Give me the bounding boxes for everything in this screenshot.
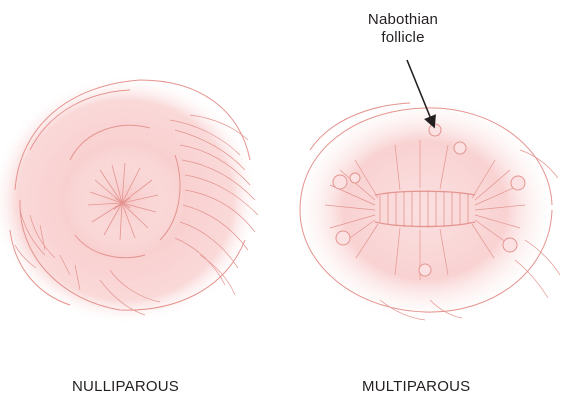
- nulliparous-cervix: [0, 75, 260, 325]
- nulliparous-caption: NULLIPAROUS: [72, 378, 179, 395]
- multiparous-cervix: [290, 95, 560, 325]
- nabothian-follicle-callout: Nabothian follicle: [363, 11, 443, 47]
- callout-line-1: Nabothian: [363, 11, 443, 29]
- callout-line-2: follicle: [363, 29, 443, 47]
- multiparous-caption: MULTIPAROUS: [362, 378, 470, 395]
